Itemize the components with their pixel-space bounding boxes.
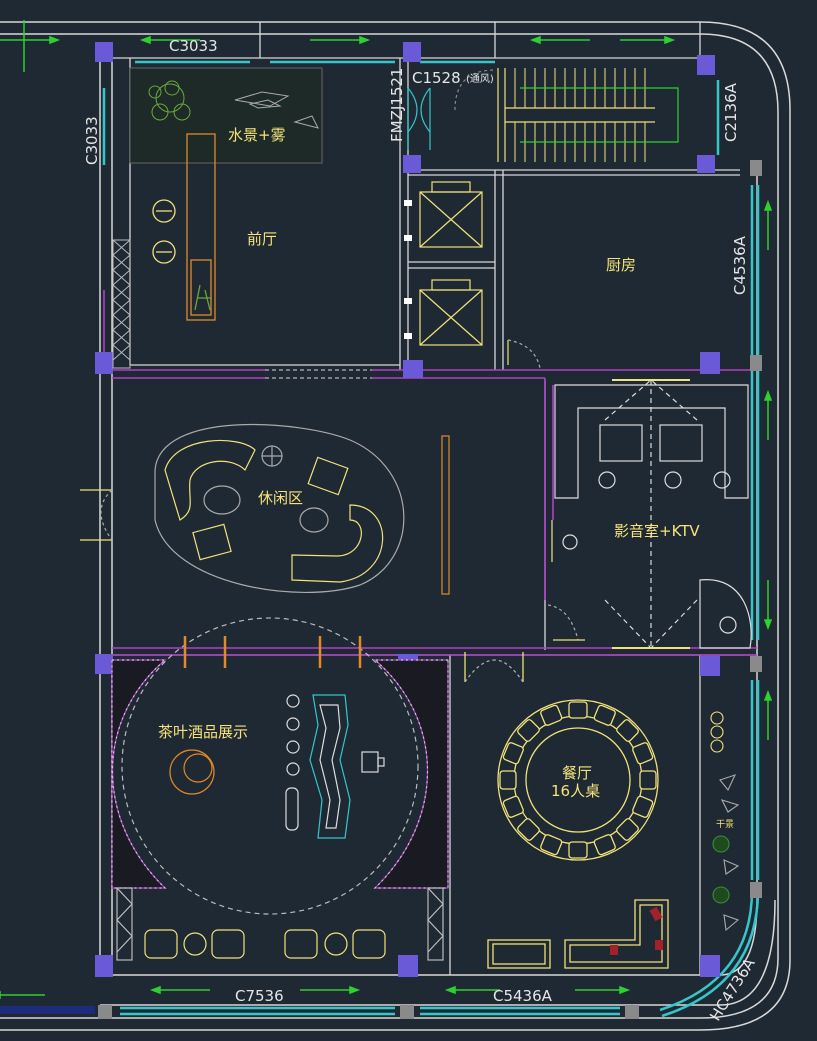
dining-chair [540, 704, 563, 726]
dining-chair [540, 834, 563, 856]
plant-cluster [148, 80, 191, 121]
dining-area [464, 652, 669, 969]
elevators [404, 181, 483, 346]
blue-strip [0, 1006, 95, 1014]
dining-chairs [499, 701, 657, 859]
dining-chair [502, 742, 524, 765]
room-label-water-feature: 水景+雾 [228, 126, 286, 144]
dining-chair [632, 795, 654, 818]
dining-chair [593, 834, 616, 856]
window-tag-right-small: C2136A [722, 82, 740, 142]
lounge-side-door [80, 489, 113, 541]
dining-chair [632, 742, 654, 765]
flow-arrows [0, 20, 773, 1000]
dining-chair [616, 818, 639, 841]
dining-accents [610, 906, 663, 955]
dining-chair [517, 719, 540, 742]
truss-left [112, 239, 131, 369]
truss-bottom-left [116, 887, 444, 961]
room-label-dining: 餐厅 [562, 764, 592, 782]
outer-walls [0, 21, 791, 1031]
kitchen-door [507, 339, 541, 369]
window-tag-top-left: C3033 [169, 37, 218, 55]
foyer-furniture [152, 133, 216, 321]
room-label-kitchen: 厨房 [606, 256, 636, 274]
stones [234, 91, 319, 129]
window-tag-stair: C1528 [412, 69, 461, 87]
dining-chair [517, 818, 540, 841]
grey-posts [98, 160, 762, 1019]
room-label-dining-capacity: 16人桌 [551, 782, 600, 800]
door-tag-fire: FMZJ1521 [388, 68, 406, 142]
room-label-dry-scape: 干景 [716, 819, 734, 830]
partitions [103, 290, 757, 656]
room-label-lounge: 休闲区 [258, 489, 303, 507]
dining-chair [593, 704, 616, 726]
window-tag-stair-note: (通风) [466, 73, 494, 85]
window-tag-bottom-left: C7536 [235, 987, 284, 1005]
room-label-tea-wine: 茶叶酒品展示 [158, 723, 248, 741]
dining-chair [568, 701, 588, 719]
window-tag-right-large: C4536A [731, 235, 749, 295]
water-feature-area [129, 67, 323, 164]
dining-chair [568, 841, 588, 859]
glazing [102, 60, 760, 1018]
dining-chair [502, 795, 524, 818]
window-tag-left-upper: C3033 [83, 116, 101, 165]
room-label-av-ktv: 影音室+KTV [614, 522, 700, 540]
lounge-area [154, 423, 450, 595]
window-tag-bottom-right: C5436A [493, 987, 553, 1005]
opening-dashed [265, 369, 372, 379]
stair [407, 68, 679, 162]
av-room [547, 379, 752, 649]
dining-chair [616, 719, 639, 742]
dining-chair [499, 770, 517, 790]
room-label-foyer: 前厅 [247, 230, 277, 248]
tea-wine-area [111, 617, 449, 961]
dry-scape [710, 711, 740, 932]
dining-chair [639, 770, 657, 790]
